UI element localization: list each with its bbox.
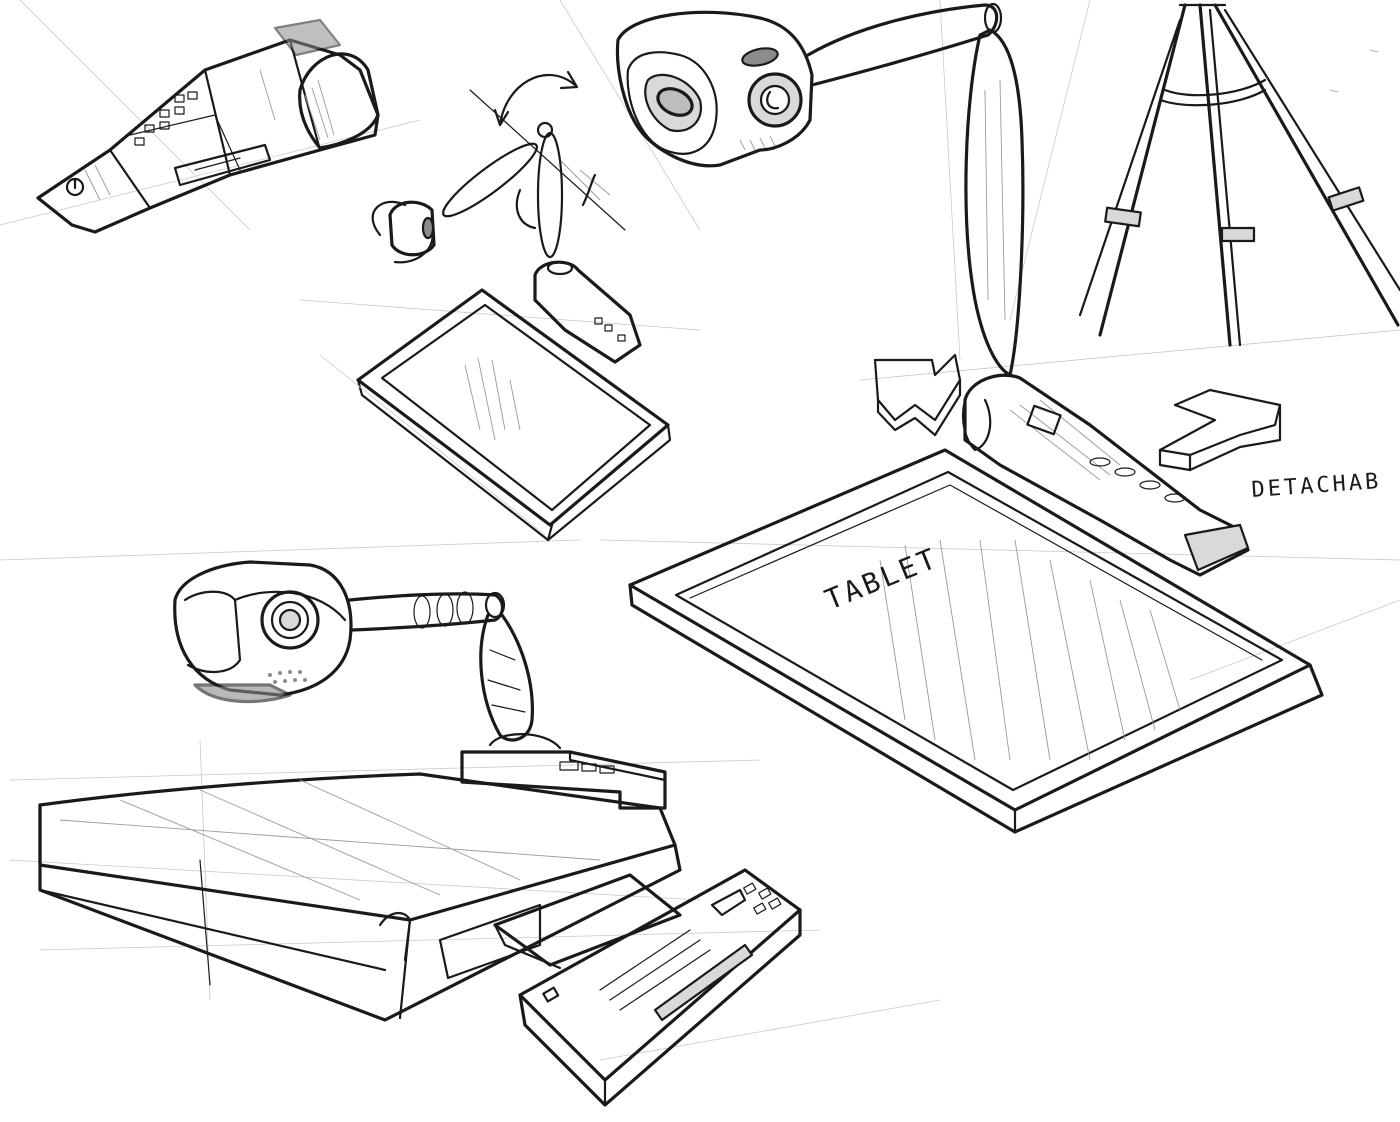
rotation-arrow-icon — [515, 173, 597, 230]
keyboard-accessory — [518, 868, 802, 1107]
scanner-camera-sketch — [38, 560, 802, 1107]
tripod-sketch — [1078, 3, 1400, 347]
speaker-grille — [268, 670, 307, 684]
tablet-camera-sketch: TABLET DETACHAB — [615, 2, 1382, 834]
folded-device-sketch — [36, 18, 380, 234]
rotation-arrow-icon — [493, 70, 579, 127]
tablet-label: TABLET — [820, 541, 943, 616]
rotating-arm-sketch — [319, 70, 672, 542]
power-icon — [65, 177, 85, 197]
arrow-icon — [1158, 388, 1282, 472]
detachable-label: DETACHAB — [1251, 469, 1382, 503]
arrow-icon — [873, 353, 962, 437]
construction-lines — [0, 0, 1400, 1061]
